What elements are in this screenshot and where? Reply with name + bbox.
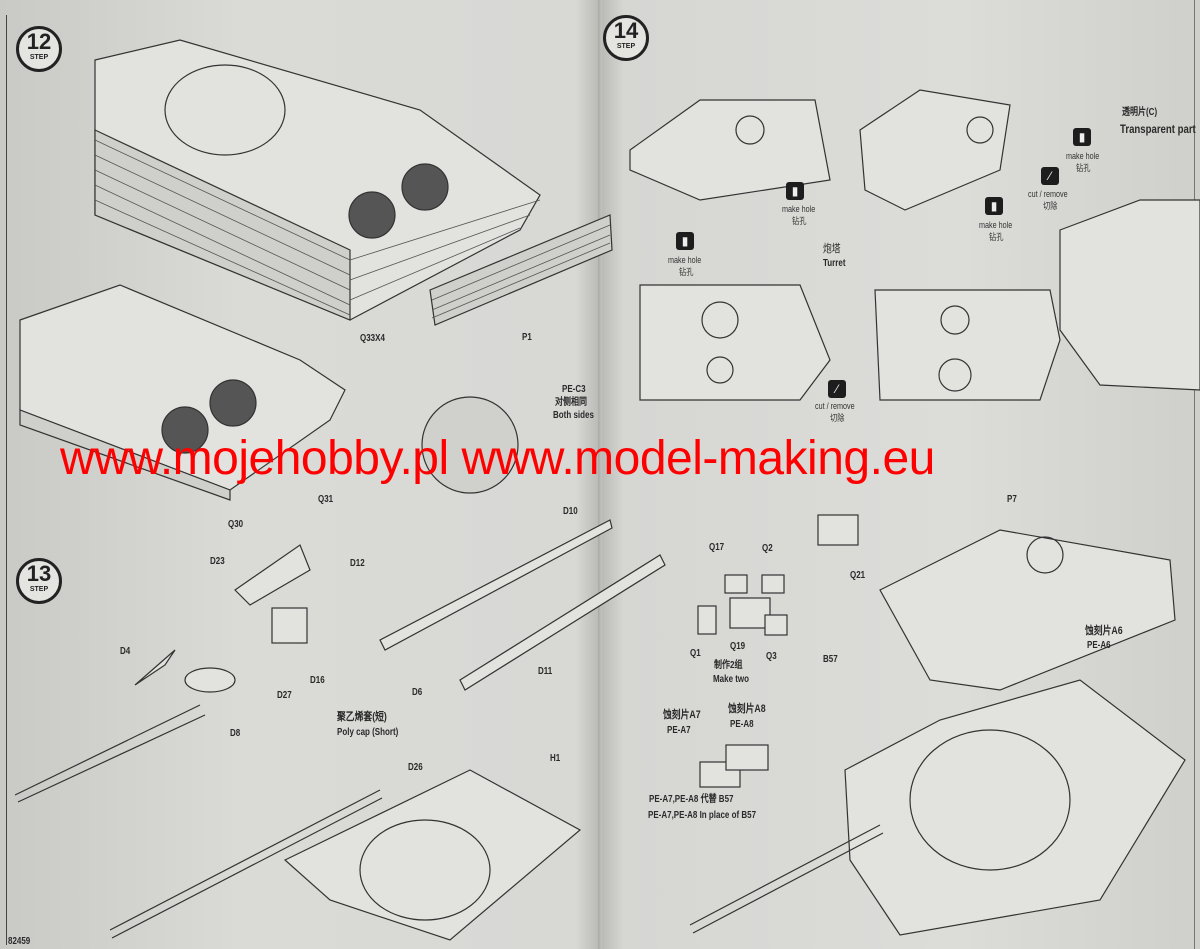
cut-remove-cn: 切除 (1043, 201, 1058, 211)
turret-cn: 炮塔 (823, 243, 841, 255)
part-label: D27 (277, 690, 292, 701)
drill-icon: ▮ (676, 232, 694, 250)
cut-icon: ⁄ (1041, 167, 1059, 185)
part-label: Q21 (850, 570, 866, 581)
polycap-cn: 聚乙烯套(短) (337, 711, 387, 723)
pe-a6: PE-A6 (1087, 640, 1111, 651)
gun-drawing (14, 519, 666, 941)
turret-drawings (629, 89, 1200, 936)
part-label: Q33X4 (360, 333, 385, 344)
step-14-badge: 14 STEP (603, 15, 649, 61)
make-hole-cn: 钻孔 (989, 232, 1004, 242)
make-hole-label: make hole (979, 220, 1013, 230)
hull-drawing-upper (94, 39, 613, 326)
watermark: www.mojehobby.pl www.model-making.eu (60, 432, 935, 485)
drill-icon: ▮ (1073, 128, 1091, 146)
step-word: STEP (29, 586, 49, 593)
drill-icon: ▮ (985, 197, 1003, 215)
pe-a8-cn: 蚀刻片A8 (728, 703, 766, 715)
make-two-cn: 制作2组 (714, 660, 743, 671)
polycap-en: Poly cap (Short) (337, 727, 399, 738)
cut-remove-cn: 切除 (830, 413, 845, 423)
step-number: 13 (26, 561, 52, 586)
page-number: 82459 (8, 936, 31, 947)
page-border (6, 15, 7, 945)
turret-en: Turret (823, 258, 846, 269)
make-hole-label: make hole (782, 204, 816, 214)
transparent-cn: 透明片(C) (1122, 107, 1158, 118)
part-label: Q3 (766, 651, 777, 662)
both-sides-cn: 对侧相同 (555, 397, 587, 408)
part-label: PE-C3 (562, 384, 586, 395)
transparent-en: Transparent part (1120, 122, 1196, 136)
part-label: D26 (408, 762, 423, 773)
page-fold (598, 0, 602, 949)
part-label: P7 (1007, 494, 1017, 505)
part-label: B57 (823, 654, 838, 665)
replacement-note-cn: PE-A7,PE-A8 代替 B57 (649, 794, 734, 805)
make-two-en: Make two (713, 674, 750, 685)
make-hole-cn: 钻孔 (679, 267, 694, 277)
cut-remove-label: cut / remove (1028, 189, 1068, 199)
part-label: H1 (550, 753, 561, 764)
part-label: D11 (538, 666, 553, 677)
make-hole-cn: 钻孔 (1076, 163, 1091, 173)
part-label: Q1 (690, 648, 701, 659)
make-hole-label: make hole (668, 255, 702, 265)
cut-remove-label: cut / remove (815, 401, 855, 411)
step-number: 14 (613, 18, 639, 43)
make-hole-cn: 钻孔 (792, 216, 807, 226)
part-label: D6 (412, 687, 423, 698)
pe-a8: PE-A8 (730, 719, 754, 730)
part-label: Q2 (762, 543, 773, 554)
make-hole-label: make hole (1066, 151, 1100, 161)
part-label: Q17 (709, 542, 725, 553)
part-label: Q30 (228, 519, 244, 530)
step-word: STEP (616, 43, 636, 50)
drill-icon: ▮ (786, 182, 804, 200)
page-border (1194, 0, 1195, 949)
step-13-badge: 13 STEP (16, 558, 62, 604)
part-label: Q19 (730, 641, 746, 652)
hull-drawing-lower (19, 284, 519, 501)
part-label: D16 (310, 675, 325, 686)
pe-a6-cn: 蚀刻片A6 (1085, 625, 1123, 637)
step-12-badge: 12 STEP (16, 26, 62, 72)
pe-a7: PE-A7 (667, 725, 691, 736)
both-sides-en: Both sides (553, 410, 594, 421)
part-label: D10 (563, 506, 578, 517)
replacement-note-en: PE-A7,PE-A8 In place of B57 (648, 810, 757, 821)
cut-icon: ⁄ (828, 380, 846, 398)
part-label: D8 (230, 728, 241, 739)
step-word: STEP (29, 54, 49, 61)
pe-a7-cn: 蚀刻片A7 (663, 709, 701, 721)
step-number: 12 (26, 29, 52, 54)
part-label: Q31 (318, 494, 334, 505)
part-label: P1 (522, 332, 532, 343)
part-label: D4 (120, 646, 131, 657)
part-label: D23 (210, 556, 225, 567)
part-label: D12 (350, 558, 365, 569)
